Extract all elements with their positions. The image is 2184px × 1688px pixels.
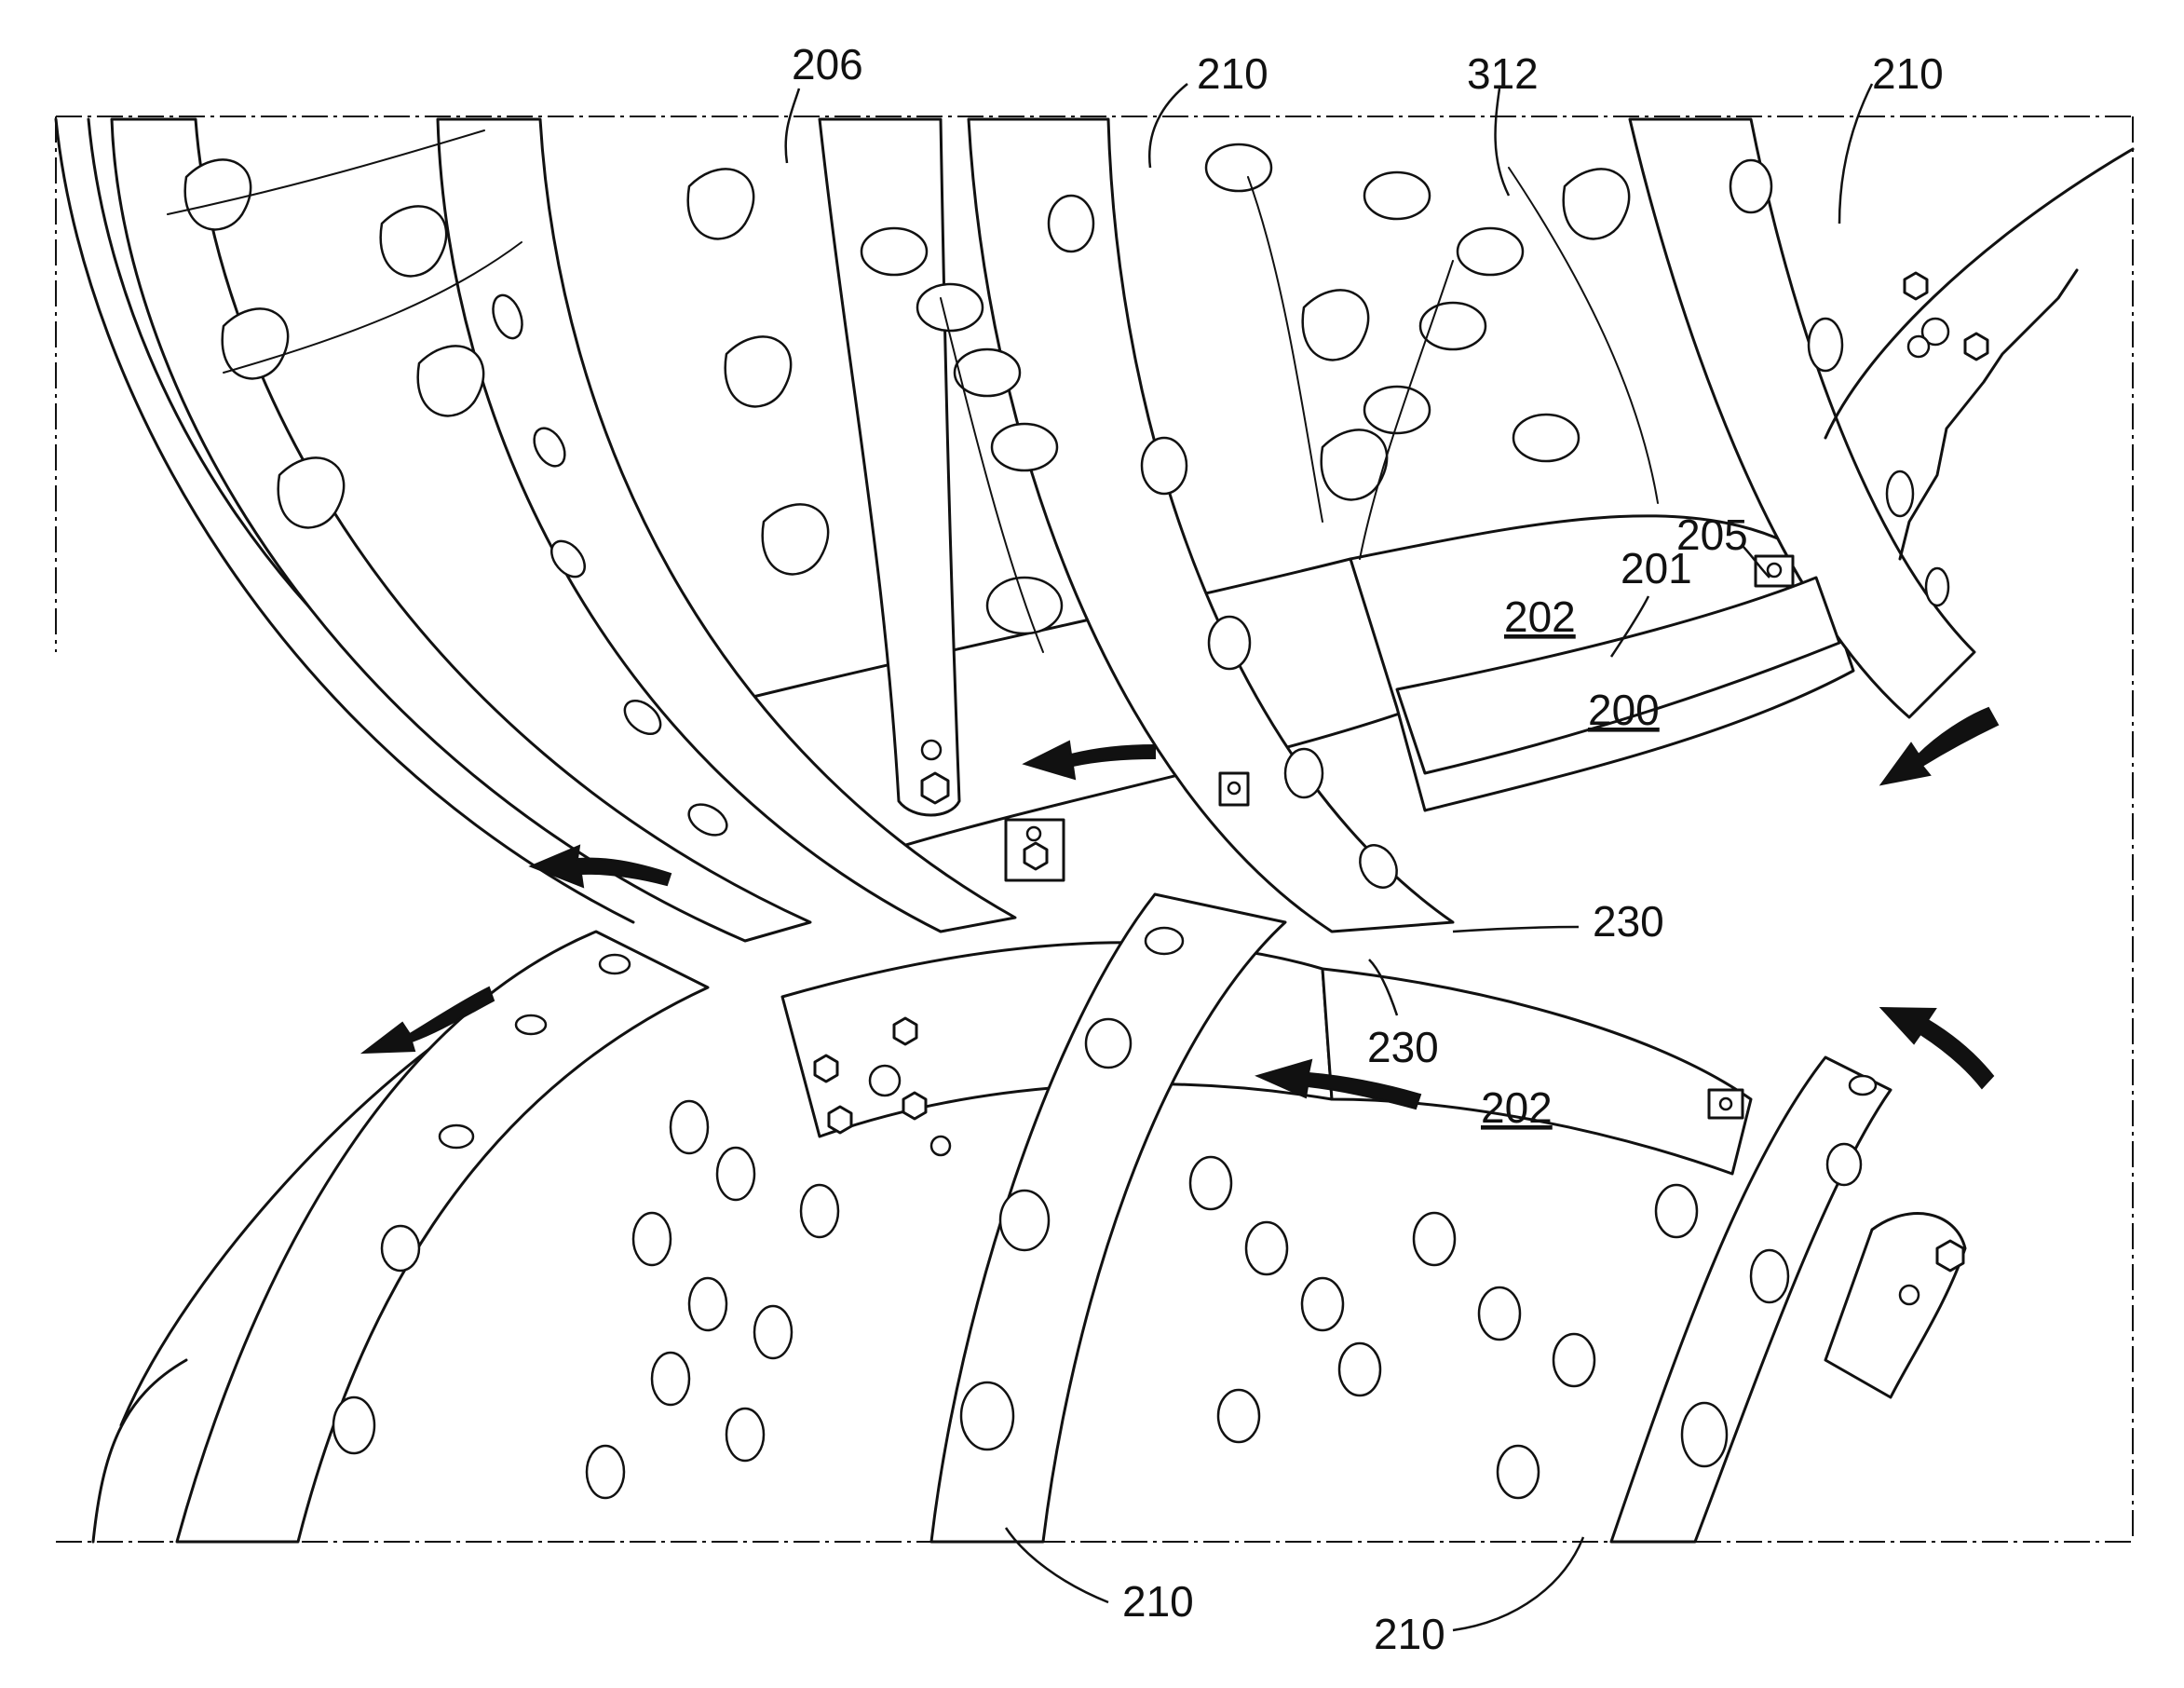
rotation-arrow-lower-right bbox=[1881, 1008, 1993, 1088]
label-200: 200 bbox=[1588, 686, 1660, 734]
label-206: 206 bbox=[792, 40, 863, 88]
upper-drum bbox=[56, 119, 2133, 941]
label-230-center: 230 bbox=[1367, 1023, 1439, 1071]
label-312: 312 bbox=[1467, 49, 1539, 98]
label-210-top-center: 210 bbox=[1197, 49, 1268, 98]
label-210-bottom-right: 210 bbox=[1374, 1610, 1445, 1658]
label-210-top-right: 210 bbox=[1872, 49, 1944, 98]
rotation-arrow-upper-right bbox=[1881, 708, 1998, 784]
label-202-upper: 202 bbox=[1504, 592, 1576, 641]
label-210-bottom-left: 210 bbox=[1122, 1577, 1194, 1626]
lower-plant-leaves bbox=[587, 1101, 1697, 1498]
label-230-right: 230 bbox=[1593, 897, 1664, 946]
label-202-lower: 202 bbox=[1481, 1083, 1553, 1132]
lower-drum bbox=[93, 894, 1965, 1542]
label-201: 201 bbox=[1621, 544, 1692, 592]
